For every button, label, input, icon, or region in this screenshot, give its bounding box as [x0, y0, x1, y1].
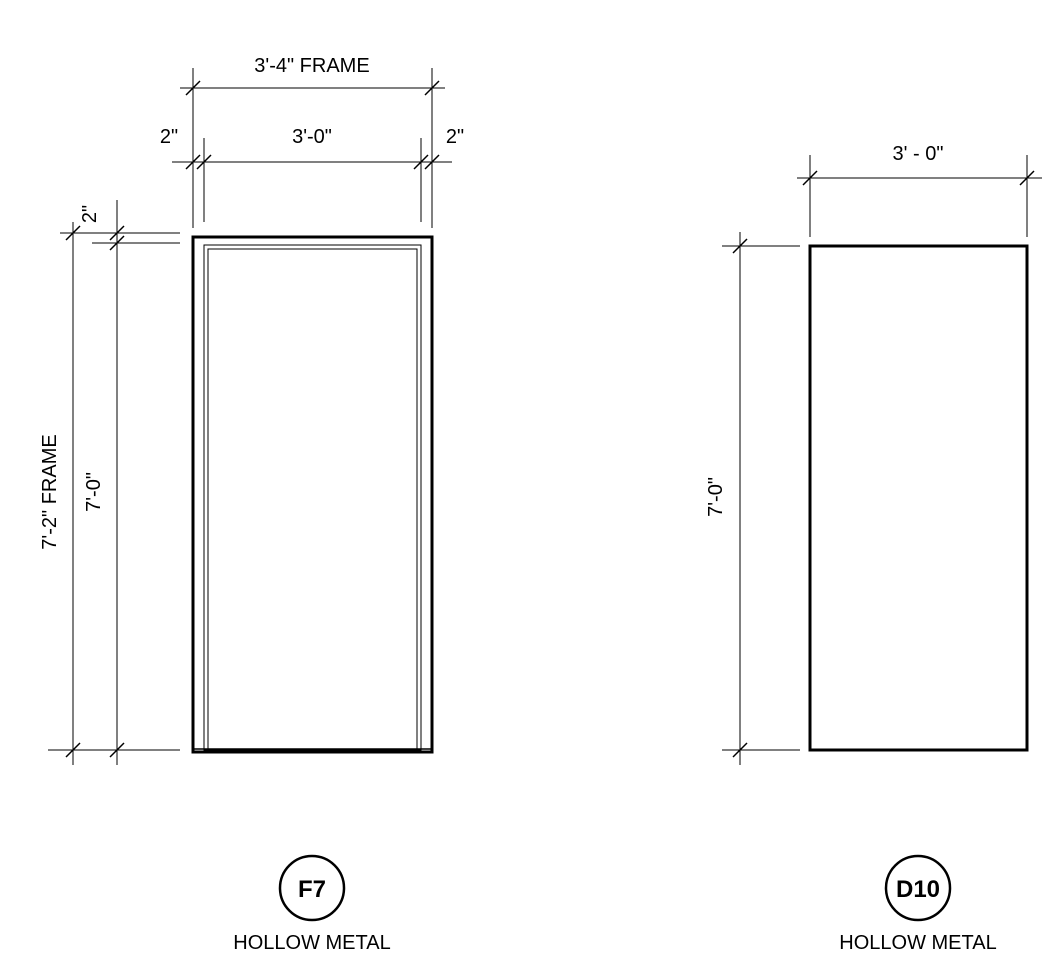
opening-height-label: 7'-0" — [83, 472, 105, 512]
door-tag-circle — [884, 854, 952, 922]
opening-width-dimension: 2" 3'-0" 2" — [160, 126, 464, 222]
door-height-dimension: 7'-0" — [705, 232, 800, 765]
head-dimension: 2" — [60, 200, 180, 251]
opening-height-dimension: 7'-0" — [83, 232, 125, 765]
door-width-dimension: 3' - 0" — [797, 143, 1042, 237]
door-tag: D10 — [884, 854, 952, 922]
door-material-label: HOLLOW METAL — [839, 932, 996, 954]
frame-material-label: HOLLOW METAL — [233, 932, 390, 954]
left-jamb-label: 2" — [160, 126, 178, 148]
door-width-label: 3' - 0" — [893, 143, 944, 165]
frame-elevation-f7: 3'-4" FRAME 2" 3'-0" 2" 2" — [39, 55, 464, 954]
frame-tag: F7 — [278, 854, 346, 922]
overall-height-dimension: 7'-2" FRAME — [39, 222, 180, 765]
door-outline — [808, 244, 1029, 752]
opening-width-label: 3'-0" — [292, 126, 332, 148]
overall-width-dimension: 3'-4" FRAME — [180, 55, 445, 228]
right-jamb-label: 2" — [446, 126, 464, 148]
frame-tag-circle — [278, 854, 346, 922]
frame-opening-inner — [207, 248, 418, 751]
frame-opening-outer — [203, 244, 422, 751]
frame-outline — [191, 235, 434, 754]
overall-height-label: 7'-2" FRAME — [39, 434, 61, 549]
door-elevation-d10: 3' - 0" 7'-0" D10 HOLLOW METAL — [705, 143, 1042, 954]
head-label: 2" — [79, 205, 101, 223]
door-height-label: 7'-0" — [705, 477, 727, 517]
frame-tag-label: F7 — [298, 876, 326, 903]
door-tag-label: D10 — [896, 876, 940, 903]
overall-width-label: 3'-4" FRAME — [254, 55, 369, 77]
